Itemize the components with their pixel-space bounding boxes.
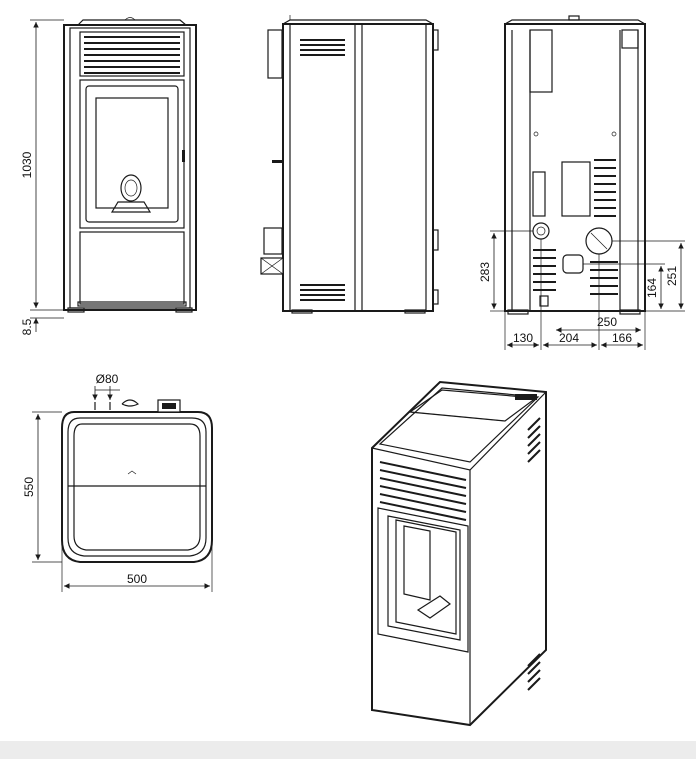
center-spacing-label: 204 xyxy=(559,331,579,345)
rear-vents-left xyxy=(533,249,556,291)
flue-diameter-label: Ø80 xyxy=(96,372,119,386)
rear-vents-right xyxy=(590,159,618,295)
width-label: 500 xyxy=(127,572,147,586)
top-dimensions: Ø80 550 500 xyxy=(22,372,213,592)
side-vent-bottom xyxy=(300,284,345,301)
front-lower-panel xyxy=(77,231,187,307)
foot-height-label: 8.5 xyxy=(20,318,34,335)
right-offset-label: 166 xyxy=(612,331,632,345)
inner-width-label: 250 xyxy=(597,315,617,329)
pipe-height-label: 251 xyxy=(665,266,679,286)
inlet-height-label: 164 xyxy=(645,278,659,298)
rear-outlet-height-label: 283 xyxy=(478,262,492,282)
footer-bar xyxy=(0,741,696,759)
left-offset-label: 130 xyxy=(513,331,533,345)
top-view xyxy=(61,399,213,563)
front-view xyxy=(63,17,197,313)
perspective-grille xyxy=(379,461,467,521)
perspective-side-vents xyxy=(527,417,541,691)
perspective-door xyxy=(377,507,469,653)
side-view xyxy=(260,15,439,314)
front-grille xyxy=(79,31,185,77)
perspective-view xyxy=(371,380,547,727)
rear-view xyxy=(504,15,646,315)
side-vent-top xyxy=(300,39,345,56)
depth-label: 550 xyxy=(22,477,36,497)
rear-dimensions: 283 130 204 166 250 164 251 xyxy=(478,230,685,350)
rear-pipe-connection xyxy=(562,254,584,274)
rear-flue-outlet xyxy=(532,222,550,240)
front-door xyxy=(79,79,185,229)
front-height-label: 1030 xyxy=(20,151,34,178)
front-height-dimension: 1030 8.5 xyxy=(20,19,64,335)
